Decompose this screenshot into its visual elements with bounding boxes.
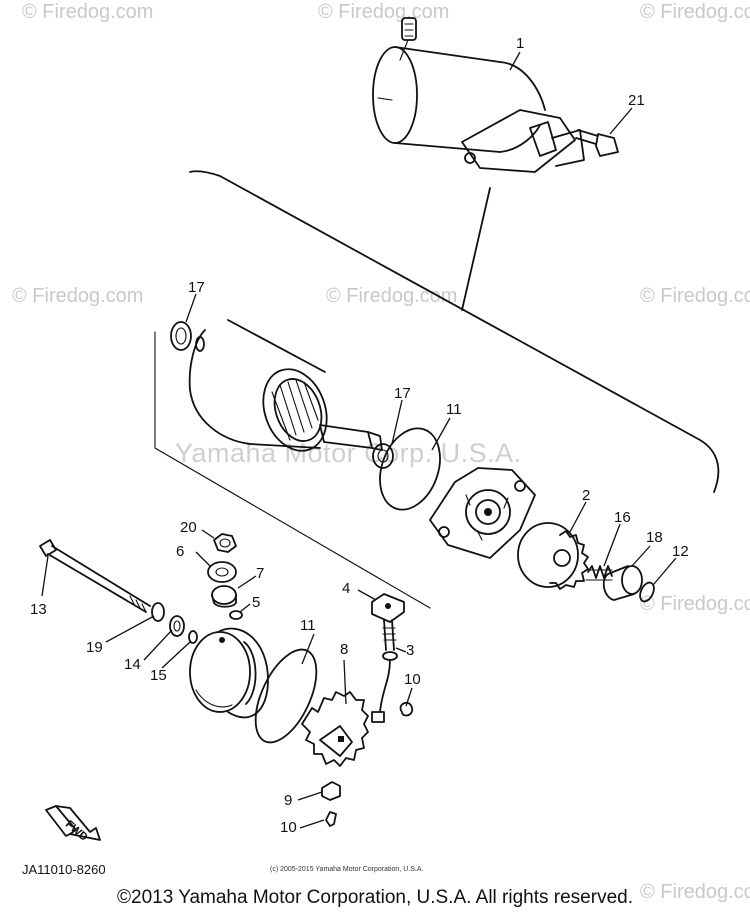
watermark-text: © Firedog.com <box>640 1 750 23</box>
watermark-layer: © Firedog.com © Firedog.com © Firedog.co… <box>12 1 750 903</box>
clip-12 <box>639 581 655 603</box>
callout-11-lower: 11 <box>300 617 316 634</box>
callout-13: 13 <box>30 601 47 618</box>
callout-4: 4 <box>342 580 350 597</box>
callout-2: 2 <box>582 487 590 504</box>
pinion-gear-2 <box>517 522 589 590</box>
brush-9 <box>321 781 341 801</box>
o-ring-11-upper <box>379 427 441 511</box>
watermark-text: © Firedog.com <box>318 1 449 23</box>
callout-12: 12 <box>672 543 689 560</box>
callout-11-upper: 11 <box>446 401 462 418</box>
callout-labels: 1 21 17 17 11 2 16 18 12 20 6 7 5 4 3 13… <box>30 35 689 836</box>
small-copyright: (c) 2005-2015 Yamaha Motor Corporation, … <box>270 866 424 873</box>
through-bolt-13 <box>39 539 151 613</box>
callout-7: 7 <box>256 565 264 582</box>
callout-14: 14 <box>124 656 141 673</box>
callout-19: 19 <box>86 639 103 656</box>
watermark-text: © Firedog.com <box>22 1 153 23</box>
insulator-7 <box>211 585 237 608</box>
callout-6: 6 <box>176 543 184 560</box>
callout-8: 8 <box>340 641 348 658</box>
watermark-text: © Firedog.com <box>326 285 457 307</box>
exploded-view-brace <box>154 170 720 609</box>
watermark-text: © Firedog.com <box>640 593 750 615</box>
brush-holder-4 <box>371 593 405 623</box>
washer-6 <box>207 561 237 583</box>
callout-15: 15 <box>150 667 167 684</box>
callout-20: 20 <box>180 519 197 536</box>
o-ring-15 <box>188 630 198 644</box>
washer-17-left <box>170 321 192 351</box>
spring-washer-14 <box>169 615 185 637</box>
callout-leaders <box>41 51 677 829</box>
footer-copyright: ©2013 Yamaha Motor Corporation, U.S.A. A… <box>117 887 633 908</box>
washer-19 <box>151 602 165 622</box>
bolt-21 <box>575 129 619 157</box>
callout-17-right: 17 <box>394 385 411 402</box>
callout-9: 9 <box>284 792 292 809</box>
watermark-center-text: Yamaha Motor Corp. U.S.A. <box>175 438 522 468</box>
callout-17-left: 17 <box>188 279 205 296</box>
nut-20 <box>213 533 237 553</box>
callout-16: 16 <box>614 509 631 526</box>
terminal-bolt-3 <box>371 619 398 723</box>
watermark-text: © Firedog.com <box>640 285 750 307</box>
fwd-label: FWD <box>63 818 90 843</box>
o-ring-5 <box>229 610 243 620</box>
callout-10-lower: 10 <box>280 819 297 836</box>
brush-plate-8 <box>301 691 369 767</box>
rear-yoke <box>189 627 269 719</box>
fwd-arrow-icon: FWD <box>45 805 101 844</box>
watermark-text: © Firedog.com <box>640 881 750 903</box>
callout-21: 21 <box>628 92 645 109</box>
spring-16 <box>585 565 613 581</box>
callout-3: 3 <box>406 642 414 659</box>
callout-18: 18 <box>646 529 663 546</box>
callout-10-upper: 10 <box>404 671 421 688</box>
diagram-code: JA11010-8260 <box>22 862 106 877</box>
clip-10-lower <box>325 811 337 827</box>
callout-5: 5 <box>252 594 260 611</box>
front-bracket <box>429 467 536 559</box>
starter-motor-assembly <box>372 17 585 173</box>
armature <box>188 319 383 452</box>
o-ring-11-lower <box>254 648 318 744</box>
callout-1: 1 <box>516 35 524 52</box>
watermark-text: © Firedog.com <box>12 285 143 307</box>
clip-10-upper <box>399 701 414 717</box>
